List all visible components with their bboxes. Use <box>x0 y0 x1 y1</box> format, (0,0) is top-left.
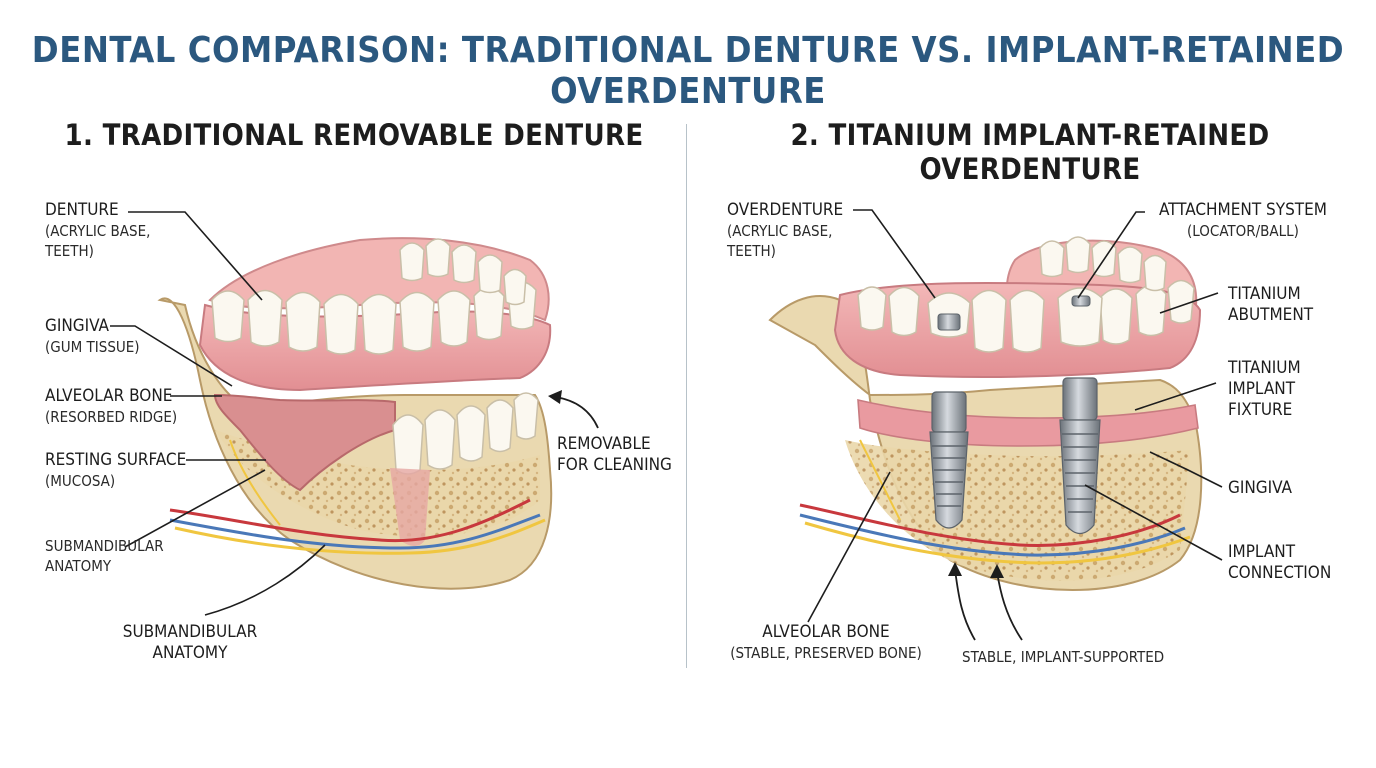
left-resorbed-ridge <box>213 393 396 492</box>
label-resting-surface: RESTING SURFACE (MUCOSA) <box>45 450 187 490</box>
right-attachments <box>937 295 1091 331</box>
label-submandibular-1: SUBMANDIBULAR ANATOMY <box>45 537 164 575</box>
label-titanium-implant-fixture: TITANIUM IMPLANT FIXTURE <box>1228 358 1301 420</box>
label-denture: DENTURE (ACRYLIC BASE, TEETH) <box>45 200 151 260</box>
left-leader-lines <box>110 211 326 616</box>
label-implant-connection: IMPLANT CONNECTION <box>1228 542 1332 583</box>
right-implant-left <box>929 391 969 529</box>
label-gingiva-left: GINGIVA (GUM TISSUE) <box>45 316 140 356</box>
label-overdenture: OVERDENTURE (ACRYLIC BASE, TEETH) <box>727 200 844 260</box>
right-panel-heading: 2. TITANIUM IMPLANT-RETAINED OVERDENTURE <box>790 118 1270 186</box>
right-implant-right <box>1059 377 1101 535</box>
right-leader-lines <box>807 209 1223 623</box>
right-jaw-illustration <box>768 236 1203 591</box>
label-attachment-system: ATTACHMENT SYSTEM (LOCATOR/BALL) <box>1159 200 1327 240</box>
label-alveolar-bone-left: ALVEOLAR BONE (RESORBED RIDGE) <box>45 386 178 426</box>
label-gingiva-right: GINGIVA <box>1228 478 1292 498</box>
removable-arrow <box>548 390 599 429</box>
left-upper-teeth <box>211 238 537 355</box>
right-overdenture-teeth <box>857 236 1195 353</box>
label-removable-for-cleaning: REMOVABLE FOR CLEANING <box>557 434 672 475</box>
label-alveolar-bone-right: ALVEOLAR BONE (STABLE, PRESERVED BONE) <box>730 622 922 662</box>
label-stable-implant-supported: STABLE, IMPLANT-SUPPORTED <box>962 648 1165 666</box>
label-titanium-abutment: TITANIUM ABUTMENT <box>1228 284 1314 325</box>
stable-arrows <box>948 562 1023 641</box>
page-title: DENTAL COMPARISON: TRADITIONAL DENTURE V… <box>31 30 1345 112</box>
left-panel-heading: 1. TRADITIONAL REMOVABLE DENTURE <box>64 118 644 152</box>
left-lower-teeth <box>392 392 539 475</box>
panel-divider <box>686 124 687 668</box>
label-submandibular-2: SUBMANDIBULAR ANATOMY <box>122 622 258 663</box>
left-jaw-illustration <box>157 237 553 590</box>
